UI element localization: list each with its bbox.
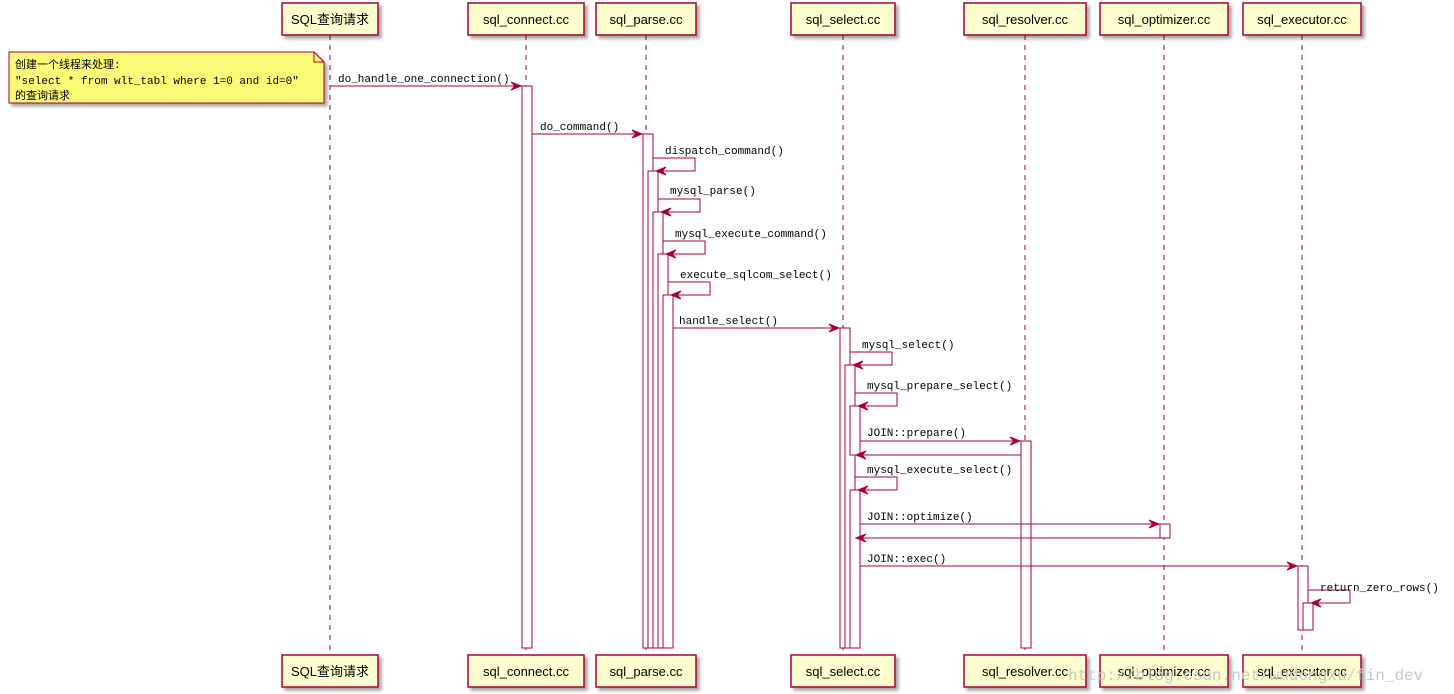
message-label: do_command() <box>540 122 619 134</box>
participant-label: sql_connect.cc <box>483 664 569 679</box>
participant-conn-bottom: sql_connect.cc <box>467 654 585 688</box>
message-label: execute_sqlcom_select() <box>680 270 832 282</box>
message-label: JOIN::optimize() <box>867 512 973 524</box>
message-10 <box>854 450 1021 460</box>
participant-res-bottom: sql_resolver.cc <box>963 654 1087 688</box>
participant-opt-top: sql_optimizer.cc <box>1099 2 1229 36</box>
message-label: mysql_prepare_select() <box>867 381 1012 393</box>
participant-label: SQL查询请求 <box>291 664 369 679</box>
participant-label: SQL查询请求 <box>291 12 369 27</box>
message-3: mysql_parse() <box>658 186 756 217</box>
activation-res <box>1020 440 1032 649</box>
message-label: mysql_parse() <box>670 186 756 198</box>
message-14: JOIN::exec() <box>860 554 1299 571</box>
participant-label: sql_parse.cc <box>610 664 683 679</box>
message-1: do_command() <box>532 122 644 139</box>
message-13 <box>854 533 1160 543</box>
participant-pars-top: sql_parse.cc <box>595 2 697 36</box>
participant-exe-bottom: sql_executor.cc <box>1242 654 1362 688</box>
activation-exe <box>1302 602 1314 631</box>
message-6: handle_select() <box>673 316 841 333</box>
participant-conn-top: sql_connect.cc <box>467 2 585 36</box>
participant-label: sql_connect.cc <box>483 12 569 27</box>
participant-label: sql_optimizer.cc <box>1118 12 1211 27</box>
participants-top: SQL查询请求 sql_connect.cc sql_parse.cc sql_sel… <box>281 2 1362 36</box>
activation-conn <box>521 85 533 649</box>
participant-req-bottom: SQL查询请求 <box>281 654 379 688</box>
participant-label: sql_optimizer.cc <box>1118 664 1211 679</box>
participant-label: sql_parse.cc <box>610 12 683 27</box>
note-line-2: "select * from wlt_tabl where 1=0 and id… <box>15 76 299 88</box>
participant-sel-top: sql_select.cc <box>790 2 896 36</box>
participant-label: sql_select.cc <box>806 664 881 679</box>
participant-opt-bottom: sql_optimizer.cc <box>1099 654 1229 688</box>
message-7: mysql_select() <box>850 340 954 370</box>
message-label: JOIN::prepare() <box>867 428 966 440</box>
watermark: http://blog.csdn.net/wudongxu/fin_dev <box>1068 667 1424 685</box>
message-label: mysql_execute_select() <box>867 465 1012 477</box>
participant-label: sql_resolver.cc <box>982 664 1068 679</box>
message-11: mysql_execute_select() <box>855 465 1012 495</box>
message-12: JOIN::optimize() <box>860 512 1161 529</box>
message-label: do_handle_one_connection() <box>338 74 510 86</box>
message-2: dispatch_command() <box>653 146 784 176</box>
message-label: mysql_execute_command() <box>675 229 827 241</box>
note: 创建一个线程来处理: "select * from wlt_tabl where… <box>8 51 325 104</box>
participant-pars-bottom: sql_parse.cc <box>595 654 697 688</box>
lifelines <box>329 35 1303 655</box>
message-label: JOIN::exec() <box>867 554 946 566</box>
activation-opt <box>1159 523 1171 539</box>
participant-exe-top: sql_executor.cc <box>1242 2 1362 36</box>
participant-label: sql_resolver.cc <box>982 12 1068 27</box>
participant-label: sql_executor.cc <box>1257 664 1347 679</box>
message-9: JOIN::prepare() <box>860 428 1022 446</box>
activation-sel <box>849 489 861 649</box>
message-15: return_zero_rows() <box>1308 583 1439 608</box>
message-label: handle_select() <box>679 316 778 328</box>
participant-sel-bottom: sql_select.cc <box>790 654 896 688</box>
participant-label: sql_executor.cc <box>1257 12 1347 27</box>
message-label: mysql_select() <box>862 340 954 352</box>
participants-bottom: SQL查询请求 sql_connect.cc sql_parse.cc sql_sel… <box>281 654 1362 688</box>
participant-label: sql_select.cc <box>806 12 881 27</box>
activation-pars <box>662 294 674 649</box>
message-label: return_zero_rows() <box>1320 583 1439 595</box>
note-line-1: 创建一个线程来处理: <box>15 57 121 72</box>
messages: do_handle_one_connection() do_command()di… <box>330 74 1439 608</box>
participant-req-top: SQL查询请求 <box>281 2 379 36</box>
message-0: do_handle_one_connection() <box>330 74 523 91</box>
message-label: dispatch_command() <box>665 146 784 158</box>
note-line-3: 的查询请求 <box>15 88 70 103</box>
message-4: mysql_execute_command() <box>663 229 827 259</box>
message-5: execute_sqlcom_select() <box>668 270 832 300</box>
activation-bars <box>521 85 1314 649</box>
participant-res-top: sql_resolver.cc <box>963 2 1087 36</box>
activation-sel <box>849 405 861 456</box>
message-8: mysql_prepare_select() <box>855 381 1012 411</box>
